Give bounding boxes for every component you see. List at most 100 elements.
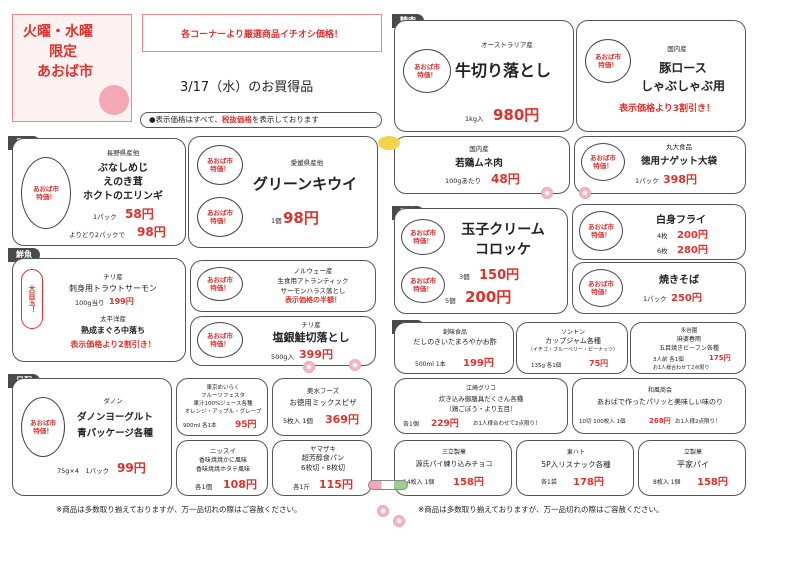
maker: 和風商会 (647, 387, 673, 394)
limit-note: お1人様合わせて2点限り！ (473, 421, 541, 427)
product-name: 刺身用トラウトサーモン (69, 284, 157, 293)
product-beef: あおば市 特価！ オーストラリア産 牛切り落とし 1kg入 980円 (394, 20, 574, 132)
unit: 100gあたり (445, 177, 482, 185)
product-name-1: 香味焼焼かに風味 (198, 457, 248, 464)
maker: ニッスイ (210, 447, 236, 455)
price: 398円 (663, 173, 697, 186)
origin: 太平洋産 (100, 315, 126, 323)
maker: 東ハト (566, 449, 586, 456)
maker: 江崎グリコ (465, 385, 497, 392)
product-snack: 東ハト 5P入リスナック各種 各1袋 178円 (516, 440, 634, 496)
special-badge: あおば市 特価！ (197, 145, 243, 185)
product-dashi: 創味食品 だしのきいたまろやかお酢 500ml 1本 199円 (394, 322, 514, 374)
unit: 各1個 (403, 421, 419, 428)
price: 75円 (589, 359, 609, 368)
unit: 8枚入 1個 (653, 479, 681, 486)
maker: 奥水フーズ (306, 387, 340, 395)
footer-note-left: ※商品は多数取り揃えておりますが、万一品切れの際はご容赦ください。 (56, 505, 302, 514)
unit: 14枚入 1個 (403, 479, 435, 486)
product-name: グリーンキウイ (252, 175, 358, 193)
unit: 3人前 各1個 (653, 357, 684, 363)
footer-note-right: ※商品は多数取り揃えておりますが、万一品切れの際はご容赦ください。 (418, 505, 664, 514)
unit: 各1斤 (293, 483, 311, 491)
discount-note: 表示価格より3割引き！ (618, 104, 716, 114)
days-label: 火曜・水曜 (23, 24, 93, 40)
origin: チリ産 (301, 321, 321, 329)
special-badge: あおば市 特価！ (21, 157, 71, 229)
product-mushroom: あおば市 特価！ 長野県産他 ぶなしめじ えのき茸 ホクトのエリンギ 1パック … (12, 138, 186, 246)
discount-note: 表示価格より2割引き！ (70, 340, 156, 349)
product-name: だしのきいたまろやかお酢 (413, 338, 497, 346)
store-label: あおば市 (37, 64, 93, 80)
price: 115円 (319, 478, 353, 491)
banner: 各コーナーより厳選商品イチオシ価格！ (142, 14, 382, 52)
unit: 100g当り (75, 299, 105, 307)
origin: 愛媛県産他 (290, 159, 324, 167)
product-salmon: あおば市 特価！ チリ産 塩銀鮭切落とし 500g入 399円 (190, 316, 376, 366)
unit: 1パック (635, 177, 659, 185)
price-1: 200円 (677, 230, 708, 241)
unit: 1パック (643, 295, 667, 303)
unit-1: 1パック (93, 213, 117, 221)
price: 178円 (573, 477, 604, 488)
product-name-2: サーモンハラス落とし (280, 287, 346, 295)
product-heike-pie: 立製菓 平家パイ 8枚入 1個 158円 (638, 440, 746, 496)
product-nori: 和風商会 あおばで作ったパリッと美味しい味のり 10切 100枚入 1個 268… (572, 378, 746, 434)
product-kiwi: あおば市 特価！ あおば市 特価！ 愛媛県産他 グリーンキウイ 1個 98円 (188, 136, 378, 248)
price: 199円 (109, 297, 134, 306)
maker: 東京めいらく (206, 385, 240, 391)
product-name: 牛切り落とし (454, 61, 552, 80)
discount-note: 表示価格の半額！ (285, 296, 341, 304)
maker: ヤマザキ (310, 445, 336, 453)
price: 98円 (283, 209, 319, 227)
price: 199円 (463, 358, 494, 369)
product-name: 源氏パイ練り込みチョコ (415, 460, 493, 468)
product-name: 平家パイ (677, 460, 709, 469)
special-badge: あおば市 特価！ (21, 397, 65, 457)
price: 99円 (117, 461, 146, 475)
product-rice: 江崎グリコ 炊き込み御膳具だくさん各種 （鶏ごぼう・より五目） 各1個 229円… (394, 378, 568, 434)
unit: 1個 (271, 217, 282, 225)
product-name-2: 香味焼焼ホタテ風味 (195, 466, 251, 473)
price: 108円 (223, 478, 257, 491)
product-gyoza: ニッスイ 香味焼焼かに風味 香味焼焼ホタテ風味 各1個 108円 (176, 440, 268, 496)
special-badge: あおば市 特価！ (403, 49, 451, 93)
limit-note: お1人様2点限り！ (675, 419, 721, 425)
product-chicken: 国内産 若鶏ムネ肉 100gあたり 48円 (394, 136, 570, 194)
maker: ダノン (103, 397, 123, 405)
special-badge: あおば市 特価！ (579, 269, 623, 307)
cherry-blossom-icon (578, 186, 592, 200)
price: 369円 (325, 413, 359, 426)
product-salmon-belly: あおば市 特価！ ノルウェー産 生食用アトランティック サーモンハラス落とし 表… (190, 260, 376, 312)
special-badge: あおば市 特価！ (401, 267, 445, 303)
product-name-3: ホクトのエリンギ (83, 191, 163, 202)
product-name-1: 炊き込み御膳具だくさん各種 (438, 395, 524, 403)
product-name-1: 麻婆春雨 (676, 336, 702, 343)
product-croquette: あおば市 特価！ あおば市 特価！ 玉子クリーム コロッケ 3個 150円 5個… (394, 208, 568, 314)
price: 158円 (453, 477, 484, 488)
unit-1: 3個 (459, 273, 470, 281)
maker: ソントン (560, 329, 586, 336)
tax-note: ●表示価格はすべて、税抜価格を表示しております (140, 112, 382, 128)
cherry-blossom-icon (348, 358, 362, 372)
price: 250円 (671, 293, 702, 304)
product-name-1: 豚ロース (659, 61, 707, 75)
product-name-2: 果汁100%ジュース各種 (193, 401, 253, 407)
price: 95円 (235, 420, 257, 430)
price-1: 150円 (479, 268, 520, 283)
unit: 500g入 (271, 353, 295, 361)
special-badge: あおば市 特価！ (585, 39, 631, 83)
cherry-blossom-icon (540, 186, 554, 200)
big-deal-oval: 大目玉！ (21, 269, 43, 329)
price: 980円 (493, 106, 540, 124)
product-mabo: 永谷園 麻婆春雨 五目焼きビーフン各種 3人前 各1個 175円 お1人様合わせ… (630, 322, 746, 374)
maker: 創味食品 (442, 329, 468, 336)
bird-icon (378, 136, 400, 150)
price-2: 280円 (677, 245, 708, 256)
price: 48円 (491, 172, 520, 186)
unit-2: 5個 (445, 297, 456, 305)
maker: 三立製菓 (441, 449, 467, 456)
product-genji-pie: 三立製菓 源氏パイ練り込みチョコ 14枚入 1個 158円 (394, 440, 512, 496)
special-badge: あおば市 特価！ (579, 211, 623, 251)
product-name-1: 玉子クリーム (461, 222, 545, 238)
